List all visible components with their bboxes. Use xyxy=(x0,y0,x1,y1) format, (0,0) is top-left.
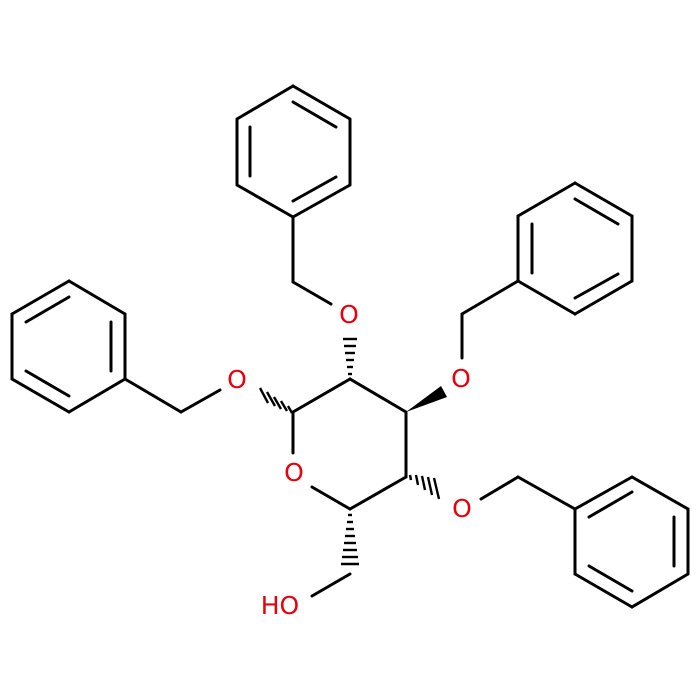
hash-bond-c2-o2 xyxy=(343,337,357,376)
bond-ring2-ch2 xyxy=(460,279,520,316)
bond-c1-o1 xyxy=(255,390,293,412)
benzene-ring-4 xyxy=(573,475,690,609)
benzene-ring-2 xyxy=(516,181,634,316)
stereo-bonds xyxy=(258,337,447,566)
hash-bond-c4-o4 xyxy=(408,474,441,500)
wedge-bond-c3-o3 xyxy=(406,386,447,412)
atom-o-c2: O xyxy=(339,300,359,329)
atom-o-c4: O xyxy=(452,494,472,523)
pyranose-ring xyxy=(291,377,408,511)
benzene-ring-3 xyxy=(10,279,127,414)
bond-ch2-o2 xyxy=(291,280,333,306)
hash-bond-c1-o1 xyxy=(258,387,294,414)
atom-hydroxyl: HO xyxy=(261,591,299,620)
atom-labels: O O O O O HO xyxy=(227,300,472,620)
benzene-ring-1 xyxy=(235,84,352,219)
bond-ch2-o1 xyxy=(179,388,222,414)
atom-o-c3: O xyxy=(451,364,471,393)
hash-bond-c5-c6 xyxy=(341,513,359,566)
bond-ring3-ch2 xyxy=(123,377,183,414)
bond-ch2-ring4 xyxy=(516,475,577,511)
atom-o-ring: O xyxy=(284,458,304,487)
bond-o4-ch2 xyxy=(479,475,520,501)
atom-o-c1: O xyxy=(227,365,247,394)
bond-layer xyxy=(10,84,690,609)
bond-c6-oh xyxy=(310,572,352,598)
